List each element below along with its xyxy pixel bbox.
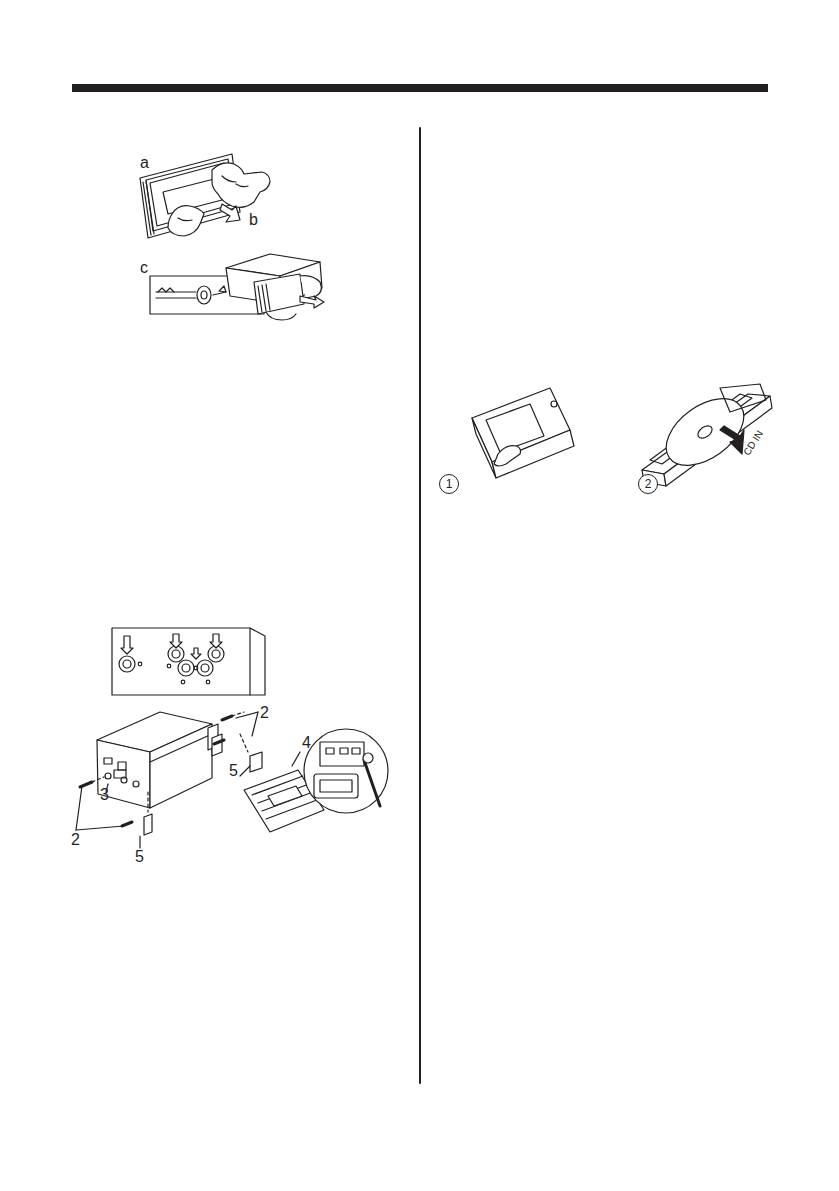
step-number: 2	[645, 478, 652, 490]
callout-number: 5	[135, 849, 144, 865]
callout-number: 2	[260, 705, 269, 721]
step-circle: 1	[439, 474, 459, 494]
callout-number: c	[140, 260, 148, 276]
callout-number: 3	[100, 787, 109, 803]
callout-number: 5	[229, 763, 238, 779]
callout-number: 2	[71, 832, 80, 848]
callout-number: a	[140, 155, 149, 171]
insert-label: CD IN	[742, 429, 765, 457]
step-number: 1	[446, 478, 453, 490]
callout-number: 4	[302, 735, 311, 751]
step-circle: 2	[638, 474, 658, 494]
callout-number: b	[249, 212, 258, 228]
